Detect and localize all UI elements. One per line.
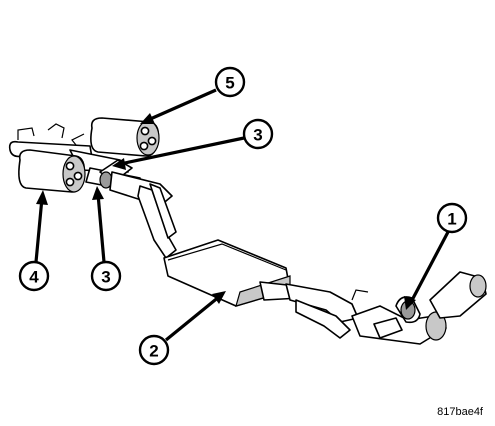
arrowhead-5 (140, 113, 155, 124)
callout-4: 4 (18, 260, 50, 292)
arrowhead-3-lower (92, 186, 104, 200)
arrowhead-1 (404, 296, 416, 310)
arrowhead-2 (212, 291, 226, 304)
callout-3-upper-label: 3 (253, 126, 262, 145)
center-muffler (163, 239, 301, 307)
callout-3-lower-label: 3 (101, 268, 110, 287)
leader-1 (408, 231, 450, 305)
front-pipe (285, 283, 369, 339)
leader-3-upper (119, 136, 245, 166)
leader-5 (147, 88, 217, 122)
callout-5-label: 5 (225, 74, 234, 93)
leader-3-lower (96, 193, 106, 263)
catalytic-converter (351, 305, 447, 345)
callout-2-label: 2 (149, 342, 158, 361)
arrowhead-3-upper (112, 158, 126, 170)
intermediate-pipe (137, 183, 177, 259)
callout-3-lower: 3 (90, 260, 122, 292)
leader-2 (164, 294, 222, 342)
callout-1-label: 1 (447, 210, 456, 229)
callout-5: 5 (214, 66, 246, 98)
callout-2: 2 (138, 334, 170, 366)
figure-reference-code: 817bae4f (437, 406, 483, 418)
arrowhead-4 (36, 190, 48, 205)
leader-4 (34, 197, 44, 263)
callout-1: 1 (436, 202, 468, 234)
front-flange (395, 271, 487, 324)
leader-lines (34, 88, 450, 342)
callout-3-upper: 3 (242, 118, 274, 150)
callout-4-label: 4 (29, 268, 39, 287)
rear-muffler-lower (18, 149, 86, 193)
rear-muffler-upper (90, 117, 160, 157)
